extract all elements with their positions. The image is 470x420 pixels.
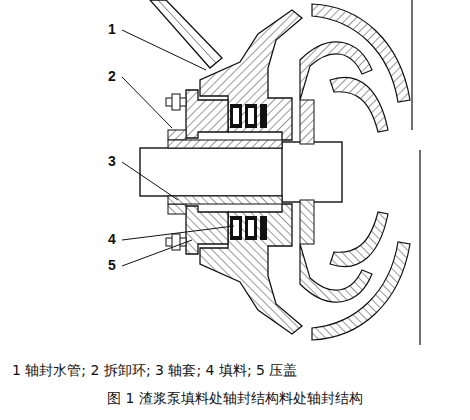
- callout-number: 3: [108, 153, 116, 170]
- callout-number: 5: [108, 257, 116, 274]
- drawing-stroke: [419, 150, 420, 345]
- drawing-stroke: [411, 0, 412, 130]
- drawing-stroke: [122, 30, 206, 70]
- drawing-stroke: [166, 4, 410, 148]
- drawing-stroke: [122, 240, 192, 266]
- figure-caption: 图 1 渣浆泵填料处轴封结构料处轴封结构: [107, 390, 363, 407]
- parts-list: 1 轴封水管; 2 拆卸环; 3 轴套; 4 填料; 5 压盖: [12, 362, 297, 379]
- drawing-stroke: [166, 196, 410, 340]
- drawing-stroke: [122, 77, 172, 128]
- callout-number: 1: [108, 21, 116, 38]
- drawing-stroke: [158, 0, 216, 63]
- seal-water-pipe: [150, 0, 222, 68]
- pump-seal-illustration: [0, 0, 470, 350]
- drawing-stroke: [122, 226, 234, 240]
- callout-number: 2: [108, 68, 116, 85]
- drawing-stroke: [122, 162, 178, 200]
- callout-number: 4: [108, 231, 116, 248]
- leader-lines: [122, 30, 234, 266]
- drawing-stroke: [282, 142, 342, 202]
